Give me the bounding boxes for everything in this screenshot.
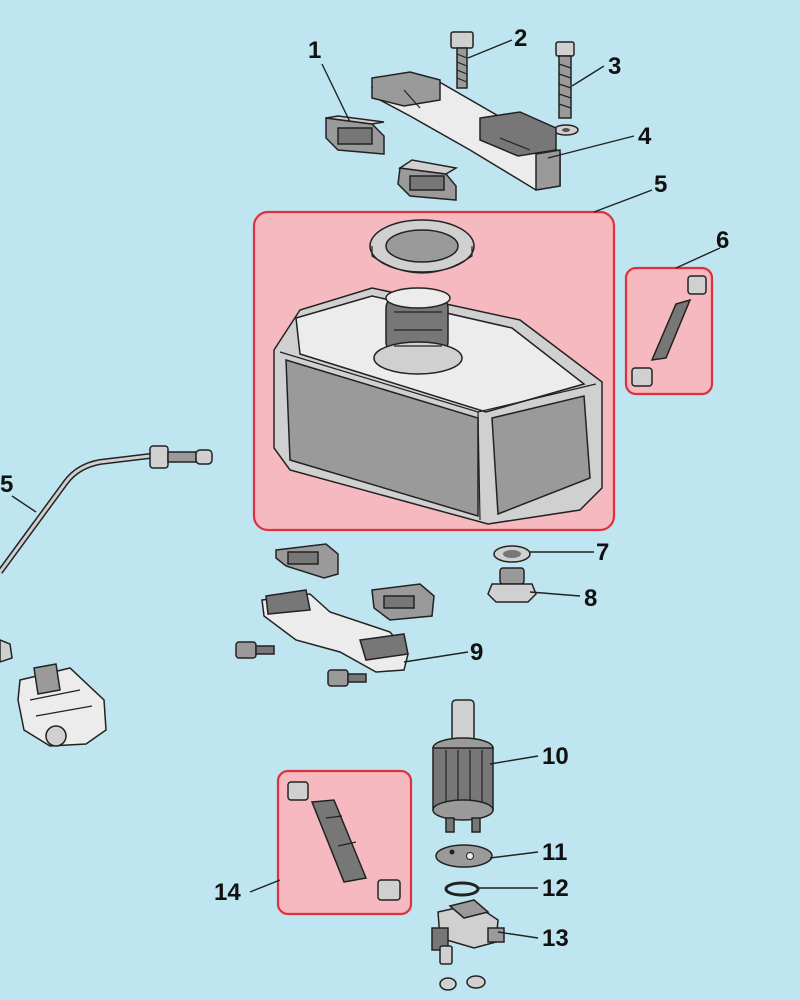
part-2-bolt	[450, 31, 474, 89]
callout-4: 4	[638, 123, 652, 150]
callout-13: 13	[542, 925, 569, 952]
callout-14: 14	[214, 879, 241, 906]
part-13-fuel-valve	[431, 899, 505, 991]
part-6-hose-clip	[631, 275, 707, 387]
part-8-drain-plug	[487, 567, 537, 603]
part-4-upper-bracket	[370, 71, 561, 191]
part-12-o-ring	[444, 881, 480, 897]
callout-11: 11	[542, 839, 567, 866]
callout-9: 9	[470, 639, 483, 666]
fuel-line-left	[0, 445, 213, 574]
part-7-washer	[493, 545, 531, 563]
part-5-fuel-tank	[273, 219, 603, 525]
part-3-stud-washer	[553, 41, 579, 136]
callout-6: 6	[716, 227, 729, 254]
part-10-fuel-filter	[432, 699, 494, 833]
carburetor-partial	[0, 639, 107, 747]
callout-3: 3	[608, 53, 621, 80]
callout-5-left: 5	[0, 471, 13, 498]
callout-2: 2	[514, 25, 527, 52]
part-11-filter-disc	[435, 844, 493, 868]
part-1-rubber-cushion	[325, 115, 385, 155]
part-14-fuel-hose	[287, 781, 401, 901]
upper-small-cushion	[397, 159, 459, 201]
callout-8: 8	[584, 585, 597, 612]
callout-7: 7	[596, 539, 609, 566]
callout-12: 12	[542, 875, 569, 902]
callout-10: 10	[542, 743, 569, 770]
leader-lines	[11, 39, 721, 939]
callout-1: 1	[308, 37, 321, 64]
callout-5: 5	[654, 171, 667, 198]
part-9-lower-bracket	[235, 543, 435, 687]
